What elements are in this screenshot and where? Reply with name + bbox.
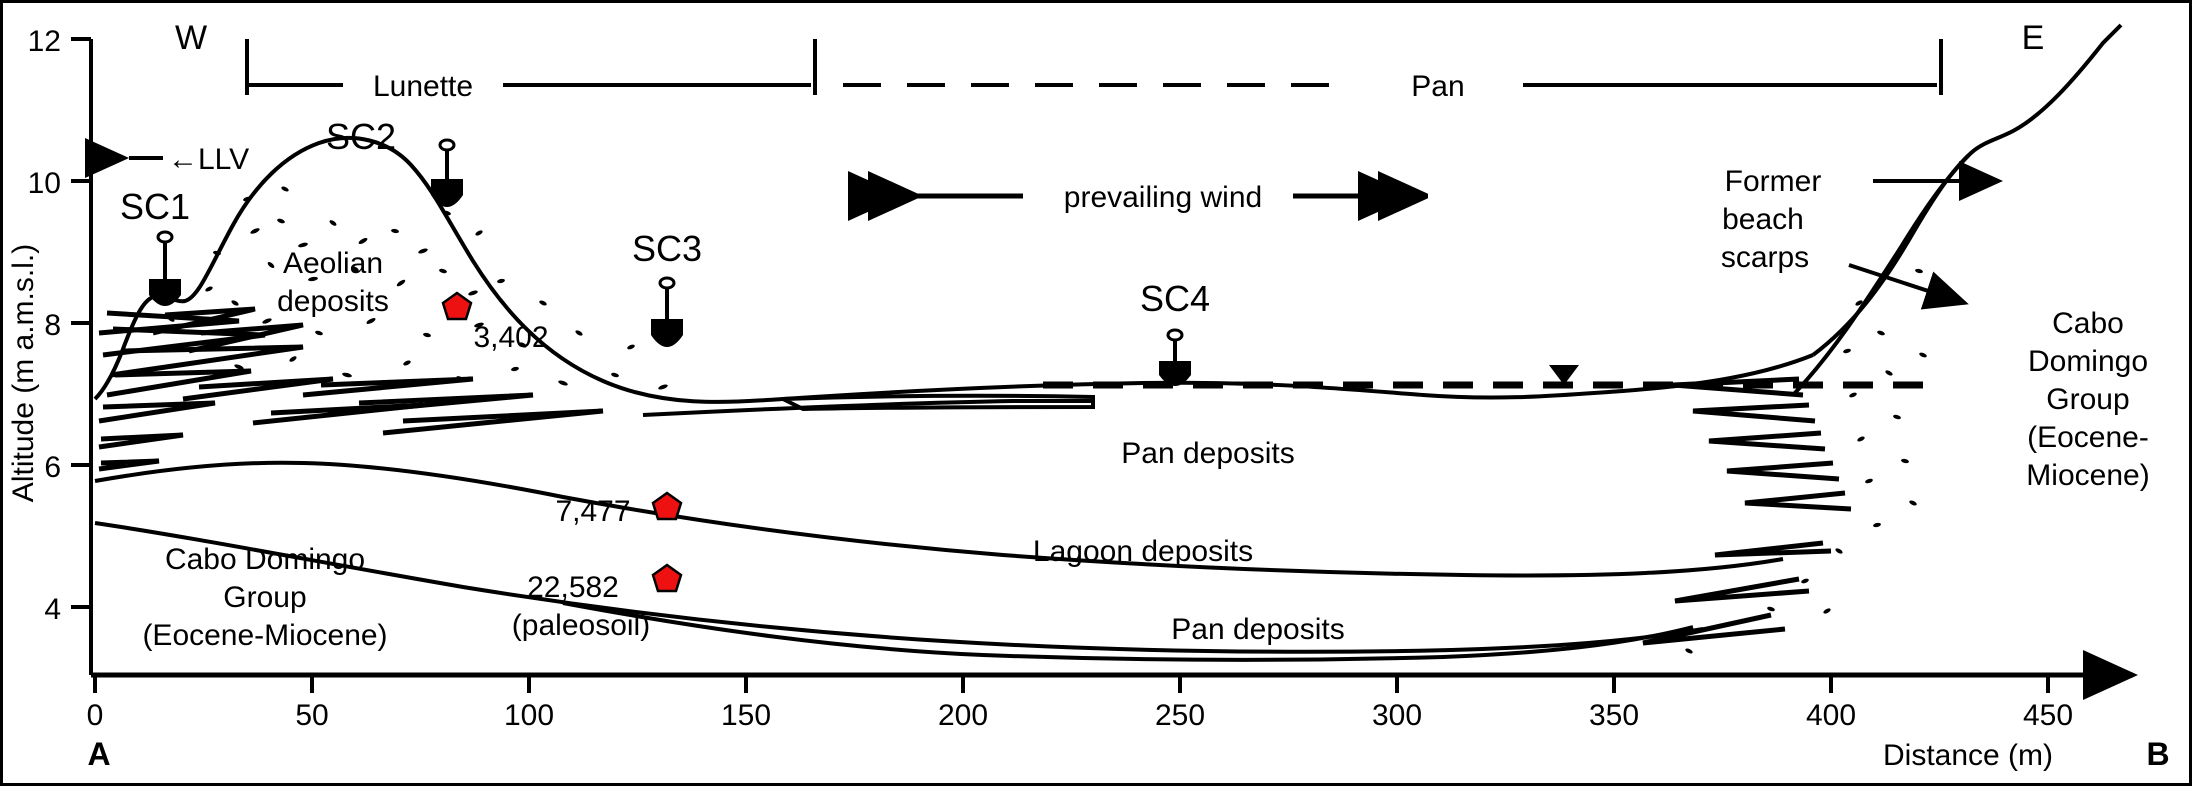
- unit-label-cdleft-1: Cabo Domingo: [165, 543, 365, 576]
- unit-label-cdleft-2: Group: [223, 581, 306, 614]
- core-label-sc4: SC4: [1140, 278, 1210, 319]
- beach-scarp-wedges-left: [98, 306, 604, 472]
- core-label-sc2: SC2: [326, 116, 396, 157]
- bracket-pan: Pan: [843, 39, 1943, 103]
- cross-section-svg: 12 10 8 6 4 Altitude (m a.m.s.l.) 0 50 1…: [7, 19, 2170, 772]
- bracket-lunette-label: Lunette: [373, 70, 473, 103]
- y-tick-8: 8: [44, 309, 61, 342]
- unit-label-aeolian-2: deposits: [277, 285, 389, 318]
- unit-label-cdleft-3: (Eocene-Miocene): [142, 619, 387, 652]
- water-table-symbol: [1549, 365, 1579, 385]
- y-tick-12: 12: [28, 25, 61, 58]
- section-start-label: A: [87, 736, 110, 772]
- core-marker-sc1[interactable]: SC1: [120, 186, 190, 306]
- unit-label-cdright-5: Miocene): [2026, 459, 2149, 492]
- beach-scarp-wedges-right: [1642, 376, 1852, 646]
- unit-label-cdright-2: Domingo: [2028, 345, 2148, 378]
- fbs-label-2: beach: [1722, 203, 1804, 236]
- unit-label-cdright-1: Cabo: [2052, 307, 2124, 340]
- core-markers: SC1 SC2 SC3 SC4: [120, 116, 1210, 386]
- section-end-label: B: [2146, 736, 2169, 772]
- prevailing-wind-annotation: prevailing wind: [903, 181, 1413, 214]
- date-3402: 3,402: [441, 291, 549, 354]
- core-marker-sc4[interactable]: SC4: [1140, 278, 1210, 386]
- unit-label-cdright-4: (Eocene-: [2027, 421, 2149, 454]
- date-22582: 22,582 (paleosoil): [512, 563, 683, 642]
- x-tick-100: 100: [504, 699, 554, 732]
- prevailing-wind-label: prevailing wind: [1064, 181, 1262, 214]
- unit-label-pan-upper: Pan deposits: [1121, 437, 1294, 470]
- unit-label-aeolian-1: Aeolian: [283, 247, 383, 280]
- core-marker-sc3[interactable]: SC3: [632, 228, 702, 347]
- date-marker-pentagon: [651, 491, 683, 521]
- x-axis: 0 50 100 150 200 250 300 350 400 450 Dis…: [87, 650, 2170, 772]
- x-tick-450: 450: [2023, 699, 2073, 732]
- x-tick-50: 50: [295, 699, 328, 732]
- x-tick-200: 200: [938, 699, 988, 732]
- date-note-paleosoil: (paleosoil): [512, 609, 650, 642]
- date-7477: 7,477: [555, 491, 683, 528]
- y-axis-label: Altitude (m a.m.s.l.): [7, 244, 40, 502]
- unit-label-cdright-3: Group: [2046, 383, 2129, 416]
- orientation-east: E: [2022, 19, 2045, 57]
- unit-labels: Aeolian deposits Pan deposits Lagoon dep…: [142, 247, 2149, 652]
- y-tick-4: 4: [44, 593, 61, 626]
- core-label-sc3: SC3: [632, 228, 702, 269]
- fbs-label-1: Former: [1725, 165, 1822, 198]
- date-label-22582: 22,582: [527, 571, 619, 604]
- bracket-lunette: Lunette: [245, 39, 817, 103]
- y-tick-10: 10: [28, 167, 61, 200]
- x-tick-300: 300: [1372, 699, 1422, 732]
- date-marker-pentagon: [651, 563, 683, 593]
- llv-annotation: ←LLV: [85, 138, 249, 178]
- date-marker-pentagon: [441, 291, 473, 321]
- orientation-west: W: [175, 19, 207, 57]
- former-beach-scarps-annotation: Former beach scarps: [1721, 161, 2003, 310]
- x-tick-0: 0: [87, 699, 104, 732]
- unit-label-pan-lower: Pan deposits: [1171, 613, 1344, 646]
- llv-label: ←LLV: [168, 143, 249, 176]
- core-label-sc1: SC1: [120, 186, 190, 227]
- y-tick-6: 6: [44, 451, 61, 484]
- date-label-3402: 3,402: [473, 321, 548, 354]
- x-tick-400: 400: [1806, 699, 1856, 732]
- core-marker-sc2[interactable]: SC2: [326, 116, 463, 207]
- fbs-label-3: scarps: [1721, 241, 1809, 274]
- radiocarbon-dates: 3,402 7,477 22,582 (paleosoil): [441, 291, 683, 642]
- aeolian-stipple: [167, 186, 1943, 654]
- x-axis-label: Distance (m): [1883, 739, 2053, 772]
- bracket-pan-label: Pan: [1411, 70, 1464, 103]
- x-tick-150: 150: [721, 699, 771, 732]
- water-table: [1043, 365, 1933, 389]
- date-label-7477: 7,477: [555, 495, 630, 528]
- x-tick-250: 250: [1155, 699, 1205, 732]
- y-axis: 12 10 8 6 4 Altitude (m a.m.s.l.): [7, 25, 93, 675]
- unit-label-lagoon: Lagoon deposits: [1033, 535, 1253, 568]
- x-tick-350: 350: [1589, 699, 1639, 732]
